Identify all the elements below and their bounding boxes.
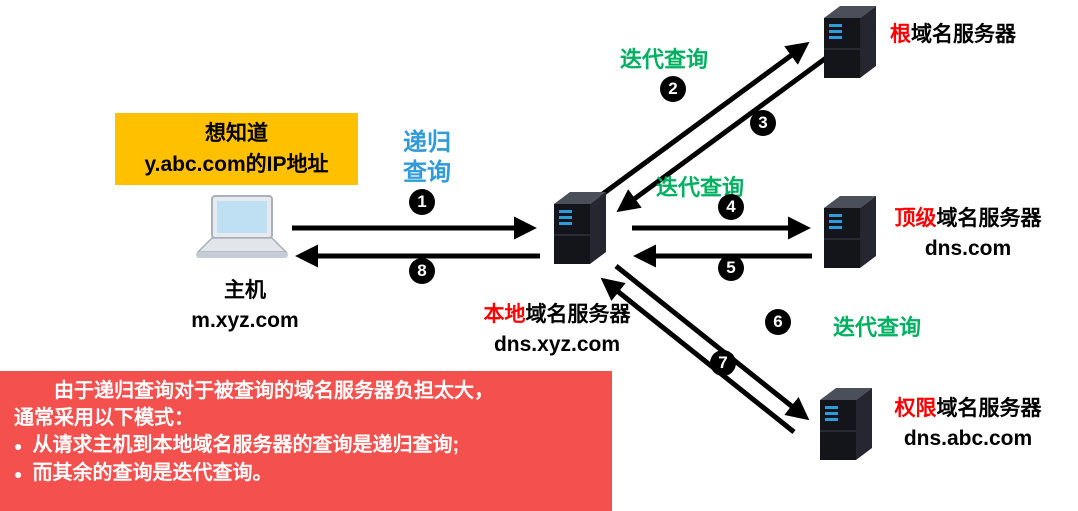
auth-dns-label: 权限域名服务器 dns.abc.com xyxy=(886,394,1050,455)
local-dns-label: 本地域名服务器 dns.xyz.com xyxy=(467,300,647,361)
local-dns-name-highlight: 本地 xyxy=(483,303,526,326)
local-dns-name-rest: 域名服务器 xyxy=(525,303,631,326)
recursive-query-label: 递归 查询 xyxy=(388,128,466,188)
recursive-query-line2: 查询 xyxy=(403,159,451,186)
note-bullet-row-1: ● 从请求主机到本地域名服务器的查询是递归查询; xyxy=(14,432,598,459)
tld-dns-label: 顶级域名服务器 dns.com xyxy=(886,204,1050,265)
tld-dns-server-icon xyxy=(824,196,876,268)
iterative-query-label-auth: 迭代查询 xyxy=(833,315,922,340)
host-label: 主机 m.xyz.com xyxy=(165,276,325,337)
step-badge-6: 6 xyxy=(765,309,791,335)
note-line1: 由于递归查询对于被查询的域名服务器负担太大， xyxy=(14,380,494,402)
auth-dns-name: 权限域名服务器 xyxy=(886,394,1050,424)
bullet-icon: ● xyxy=(14,438,23,455)
auth-dns-domain: dns.abc.com xyxy=(903,427,1033,451)
bullet-icon: ● xyxy=(14,465,23,482)
question-box: 想知道 y.abc.com的IP地址 xyxy=(115,113,358,185)
auth-dns-name-highlight: 权限 xyxy=(894,397,937,420)
note-bullet2-text: 而其余的查询是迭代查询。 xyxy=(32,461,273,484)
tld-dns-name-rest: 域名服务器 xyxy=(936,207,1042,230)
step-badge-8: 8 xyxy=(409,258,435,284)
note-bullet-row-2: ● 而其余的查询是迭代查询。 xyxy=(14,460,598,487)
note-line2: 通常采用以下模式： xyxy=(14,407,194,430)
step-badge-2: 2 xyxy=(660,76,686,102)
arrow-root-to-local xyxy=(616,55,828,213)
step-badge-1: 1 xyxy=(409,189,435,215)
root-dns-name-highlight: 根 xyxy=(890,23,911,46)
arrow-auth-to-local xyxy=(600,277,796,434)
local-dns-domain: dns.xyz.com xyxy=(493,333,621,357)
tld-dns-domain: dns.com xyxy=(924,237,1012,261)
local-dns-name: 本地域名服务器 xyxy=(467,300,647,330)
question-line1: 想知道 xyxy=(205,121,268,145)
arrow-local-to-root xyxy=(598,41,810,199)
step-badge-4: 4 xyxy=(718,194,744,220)
iterative-query-label-root: 迭代查询 xyxy=(620,47,709,72)
auth-dns-name-rest: 域名服务器 xyxy=(936,397,1042,420)
tld-dns-name: 顶级域名服务器 xyxy=(886,204,1050,234)
note-bullet1-text: 从请求主机到本地域名服务器的查询是递归查询; xyxy=(32,434,460,457)
host-domain: m.xyz.com xyxy=(191,309,299,333)
step-badge-5: 5 xyxy=(718,255,744,281)
step-badge-3: 3 xyxy=(750,110,776,136)
recursive-query-line1: 递归 xyxy=(403,129,451,156)
local-dns-server-icon xyxy=(554,192,606,264)
root-dns-name-rest: 域名服务器 xyxy=(911,23,1016,46)
root-dns-label: 根域名服务器 xyxy=(890,20,1016,50)
note-box: 由于递归查询对于被查询的域名服务器负担太大， 通常采用以下模式： ● 从请求主机… xyxy=(0,371,612,511)
host-laptop-icon xyxy=(195,195,289,259)
question-line2: y.abc.com的IP地址 xyxy=(144,153,329,176)
step-badge-7: 7 xyxy=(710,350,736,376)
host-title: 主机 xyxy=(224,279,266,302)
auth-dns-server-icon xyxy=(820,388,872,460)
root-dns-server-icon xyxy=(824,6,876,78)
tld-dns-name-highlight: 顶级 xyxy=(894,207,937,230)
arrow-local-to-auth xyxy=(614,264,810,421)
